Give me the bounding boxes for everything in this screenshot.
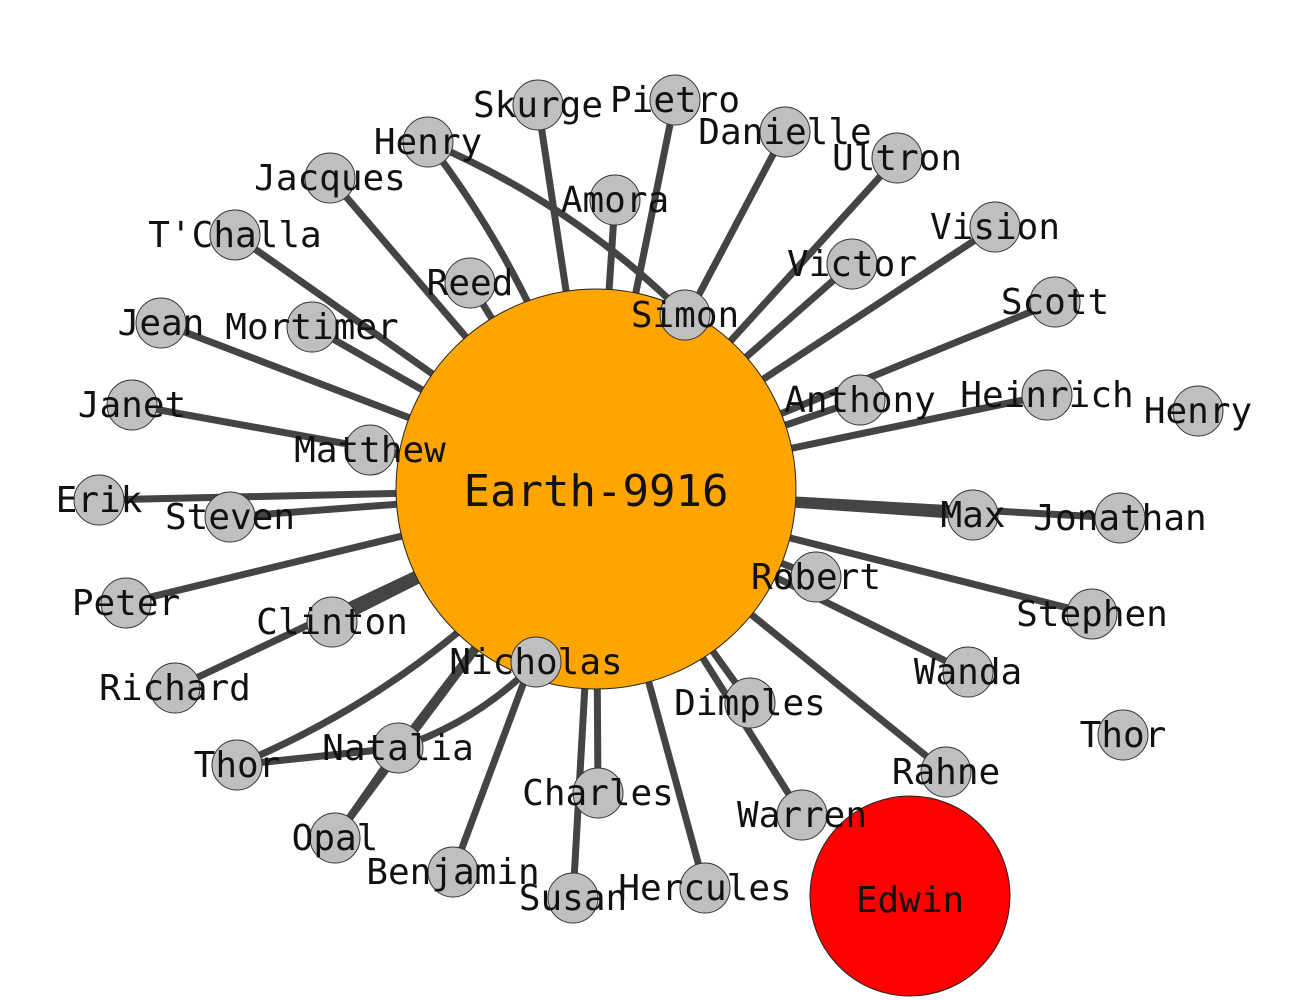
node-natalia[interactable]	[372, 722, 424, 774]
node-label-dimples: Dimples	[674, 683, 826, 724]
node-wanda[interactable]	[942, 646, 994, 698]
secondary-node[interactable]	[809, 795, 1011, 997]
node-jacques[interactable]	[304, 152, 356, 204]
secondary-node-label: Edwin	[856, 880, 964, 921]
node-jonathan[interactable]	[1094, 492, 1146, 544]
node-label-clinton: Clinton	[256, 602, 408, 643]
node-stephen[interactable]	[1066, 588, 1118, 640]
node-label-thor: Thor	[194, 745, 281, 786]
node-erik[interactable]	[73, 474, 125, 526]
node-label-jonathan: Jonathan	[1033, 498, 1206, 539]
node-label-skurge: Skurge	[473, 85, 603, 126]
hub-node[interactable]	[395, 288, 797, 690]
node-label-erik: Erik	[56, 480, 143, 521]
node-benjamin[interactable]	[427, 846, 479, 898]
node-label-amora: Amora	[561, 180, 669, 221]
node-label-anthony: Anthony	[784, 380, 936, 421]
node-label-robert: Robert	[751, 557, 881, 598]
node-simon[interactable]	[659, 289, 711, 341]
node-robert[interactable]	[790, 551, 842, 603]
node-skurge[interactable]	[512, 79, 564, 131]
node-label-janet: Janet	[78, 385, 186, 426]
node-ultron[interactable]	[871, 132, 923, 184]
node-label-opal: Opal	[292, 818, 379, 859]
node-label-pietro: Pietro	[610, 80, 740, 121]
node-susan[interactable]	[547, 872, 599, 924]
node-hercules[interactable]	[679, 862, 731, 914]
node-label-wanda: Wanda	[914, 652, 1022, 693]
nodes	[73, 74, 1224, 997]
node-label-hercules: Hercules	[618, 868, 791, 909]
node-label-matthew: Matthew	[294, 430, 446, 471]
node-label-peter: Peter	[72, 583, 180, 624]
node-amora[interactable]	[589, 174, 641, 226]
node-label-ultron: Ultron	[832, 138, 962, 179]
node-t-challa[interactable]	[209, 209, 261, 261]
node-clinton[interactable]	[306, 596, 358, 648]
node-label-heinrich: Heinrich	[960, 375, 1133, 416]
node-label-benjamin: Benjamin	[366, 852, 539, 893]
node-max[interactable]	[947, 489, 999, 541]
node-label-danielle: Danielle	[698, 112, 871, 153]
node-pietro[interactable]	[649, 74, 701, 126]
node-label-rahne: Rahne	[892, 752, 1000, 793]
node-label-jacques: Jacques	[254, 158, 406, 199]
node-peter[interactable]	[100, 577, 152, 629]
node-richard[interactable]	[149, 662, 201, 714]
edge-henry-simon	[426, 138, 688, 318]
node-label-reed: Reed	[427, 263, 514, 304]
node-label-stephen: Stephen	[1016, 594, 1168, 635]
node-warren[interactable]	[776, 789, 828, 841]
node-nicholas[interactable]	[510, 636, 562, 688]
node-jean[interactable]	[135, 297, 187, 349]
node-thor[interactable]	[211, 739, 263, 791]
node-rahne[interactable]	[920, 746, 972, 798]
node-label-susan: Susan	[519, 878, 627, 919]
node-vision[interactable]	[969, 201, 1021, 253]
node-label-victor: Victor	[787, 244, 917, 285]
edge-thor-natalia	[236, 744, 399, 769]
node-label-jean: Jean	[118, 303, 205, 344]
node-label-nicholas: Nicholas	[449, 642, 622, 683]
node-label-mortimer: Mortimer	[225, 307, 398, 348]
node-dimples[interactable]	[724, 677, 776, 729]
node-henry[interactable]	[1172, 385, 1224, 437]
node-matthew[interactable]	[344, 424, 396, 476]
node-label-scott: Scott	[1001, 282, 1109, 323]
node-label-charles: Charles	[522, 773, 674, 814]
node-heinrich[interactable]	[1021, 369, 1073, 421]
node-charles[interactable]	[572, 767, 624, 819]
node-victor[interactable]	[826, 238, 878, 290]
node-reed[interactable]	[444, 257, 496, 309]
node-thor[interactable]	[1097, 709, 1149, 761]
node-steven[interactable]	[204, 491, 256, 543]
node-opal[interactable]	[309, 812, 361, 864]
node-scott[interactable]	[1029, 276, 1081, 328]
node-label-warren: Warren	[737, 795, 867, 836]
node-danielle[interactable]	[759, 106, 811, 158]
node-label-henry: Henry	[374, 122, 482, 163]
node-label-richard: Richard	[99, 668, 251, 709]
node-janet[interactable]	[106, 379, 158, 431]
hub-node-label: Earth-9916	[464, 466, 729, 517]
node-label-simon: Simon	[631, 295, 739, 336]
node-henry[interactable]	[402, 116, 454, 168]
node-label-max: Max	[940, 495, 1005, 536]
node-label-t-challa: T'Challa	[148, 215, 321, 256]
node-label-thor: Thor	[1080, 715, 1167, 756]
node-label-vision: Vision	[930, 207, 1060, 248]
node-label-steven: Steven	[165, 497, 295, 538]
node-label-natalia: Natalia	[322, 728, 474, 769]
node-label-henry: Henry	[1144, 391, 1252, 432]
node-anthony[interactable]	[834, 374, 886, 426]
node-mortimer[interactable]	[286, 301, 338, 353]
